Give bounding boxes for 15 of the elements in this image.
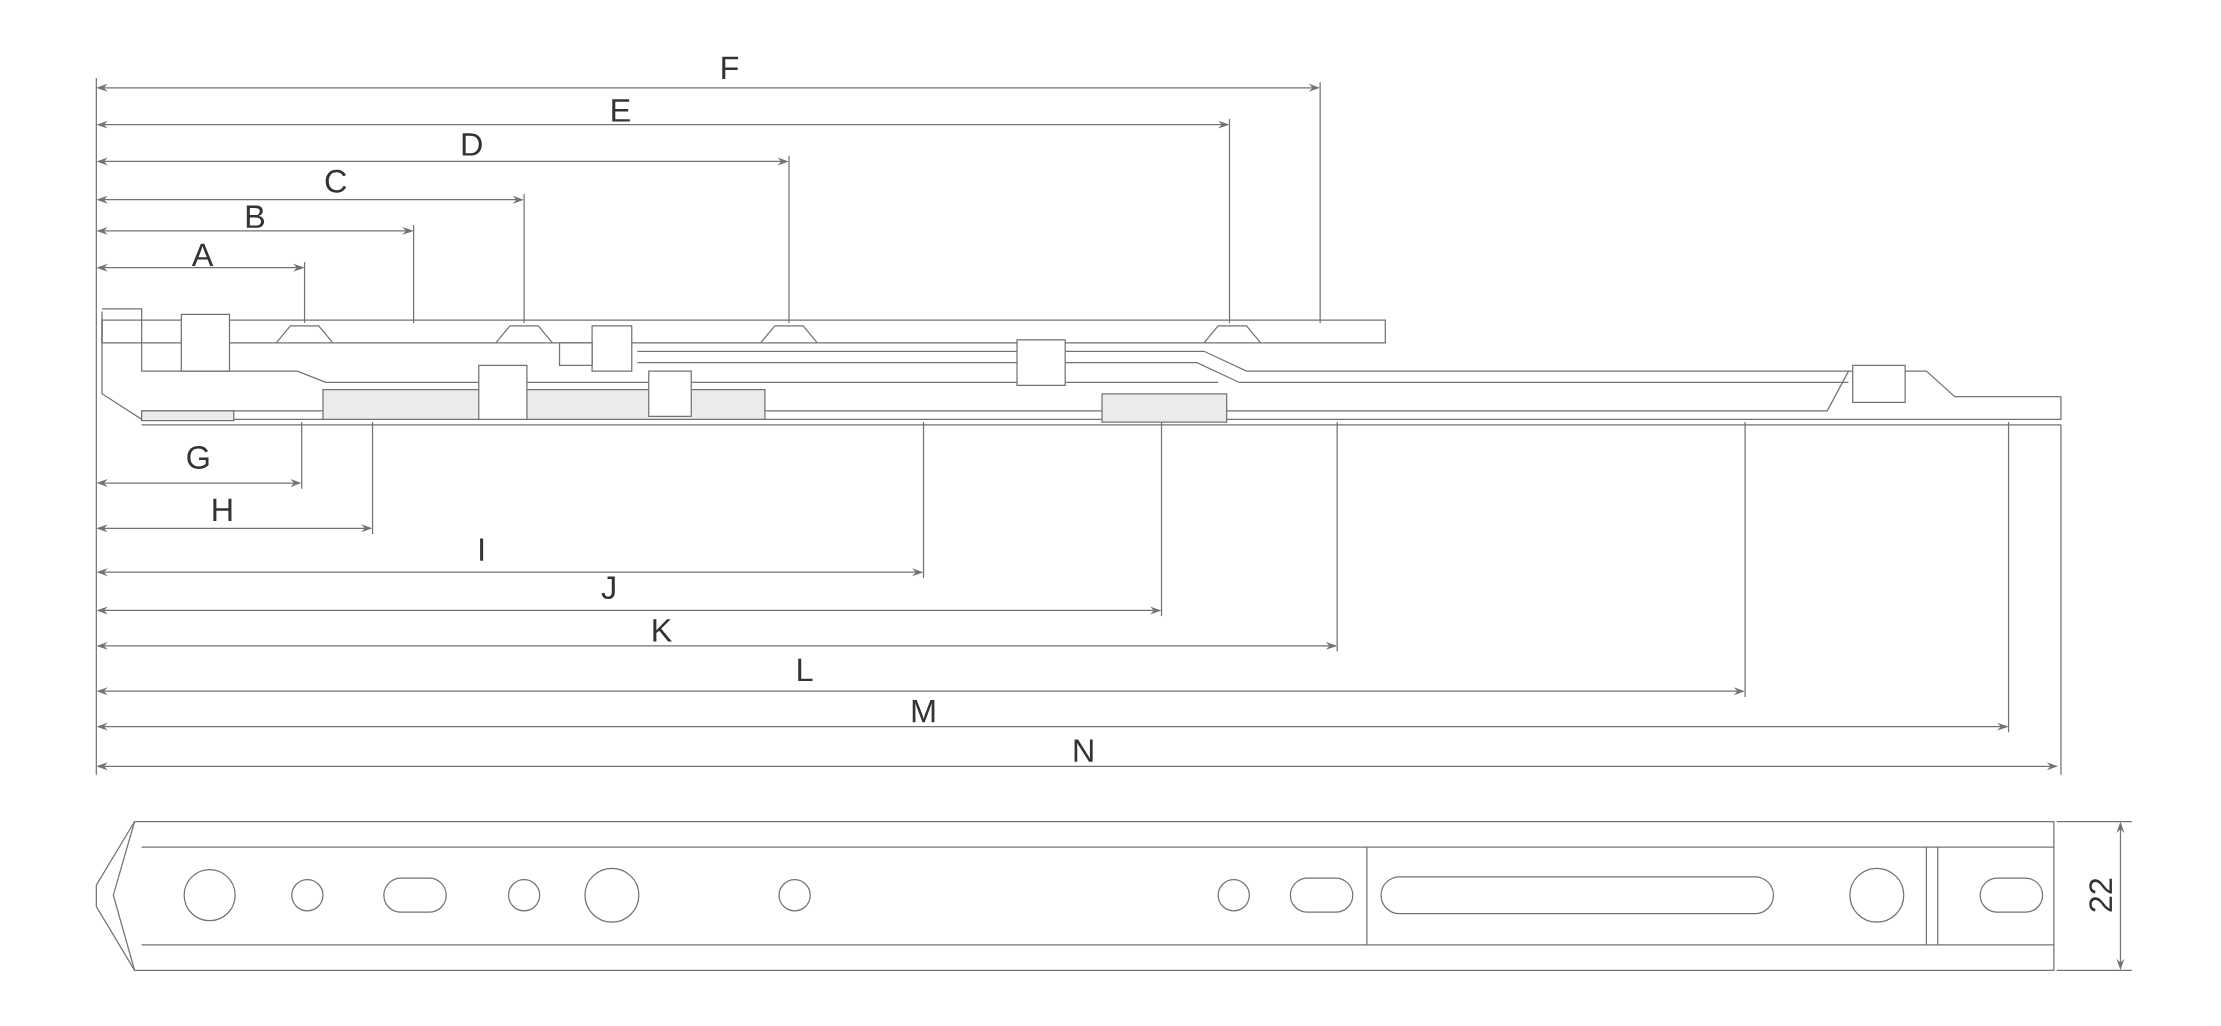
dimension-label: K: [653, 619, 672, 642]
dimension-label: H: [213, 499, 232, 522]
dimension-label: I: [480, 538, 484, 561]
dimension-label: C: [325, 170, 347, 193]
dimension-label: M: [912, 700, 935, 723]
dimension-label: J: [601, 576, 615, 600]
dimension-label: D: [462, 133, 482, 156]
dimension-label: E: [612, 99, 630, 122]
dimension-label: L: [798, 659, 813, 682]
dimension-label: B: [246, 205, 265, 229]
dimension-label: 22: [2089, 879, 2112, 912]
dimension-label: F: [722, 57, 739, 80]
dimension-label: N: [1074, 739, 1093, 763]
dimension-label: G: [187, 446, 209, 470]
dimension-label: A: [191, 244, 214, 267]
